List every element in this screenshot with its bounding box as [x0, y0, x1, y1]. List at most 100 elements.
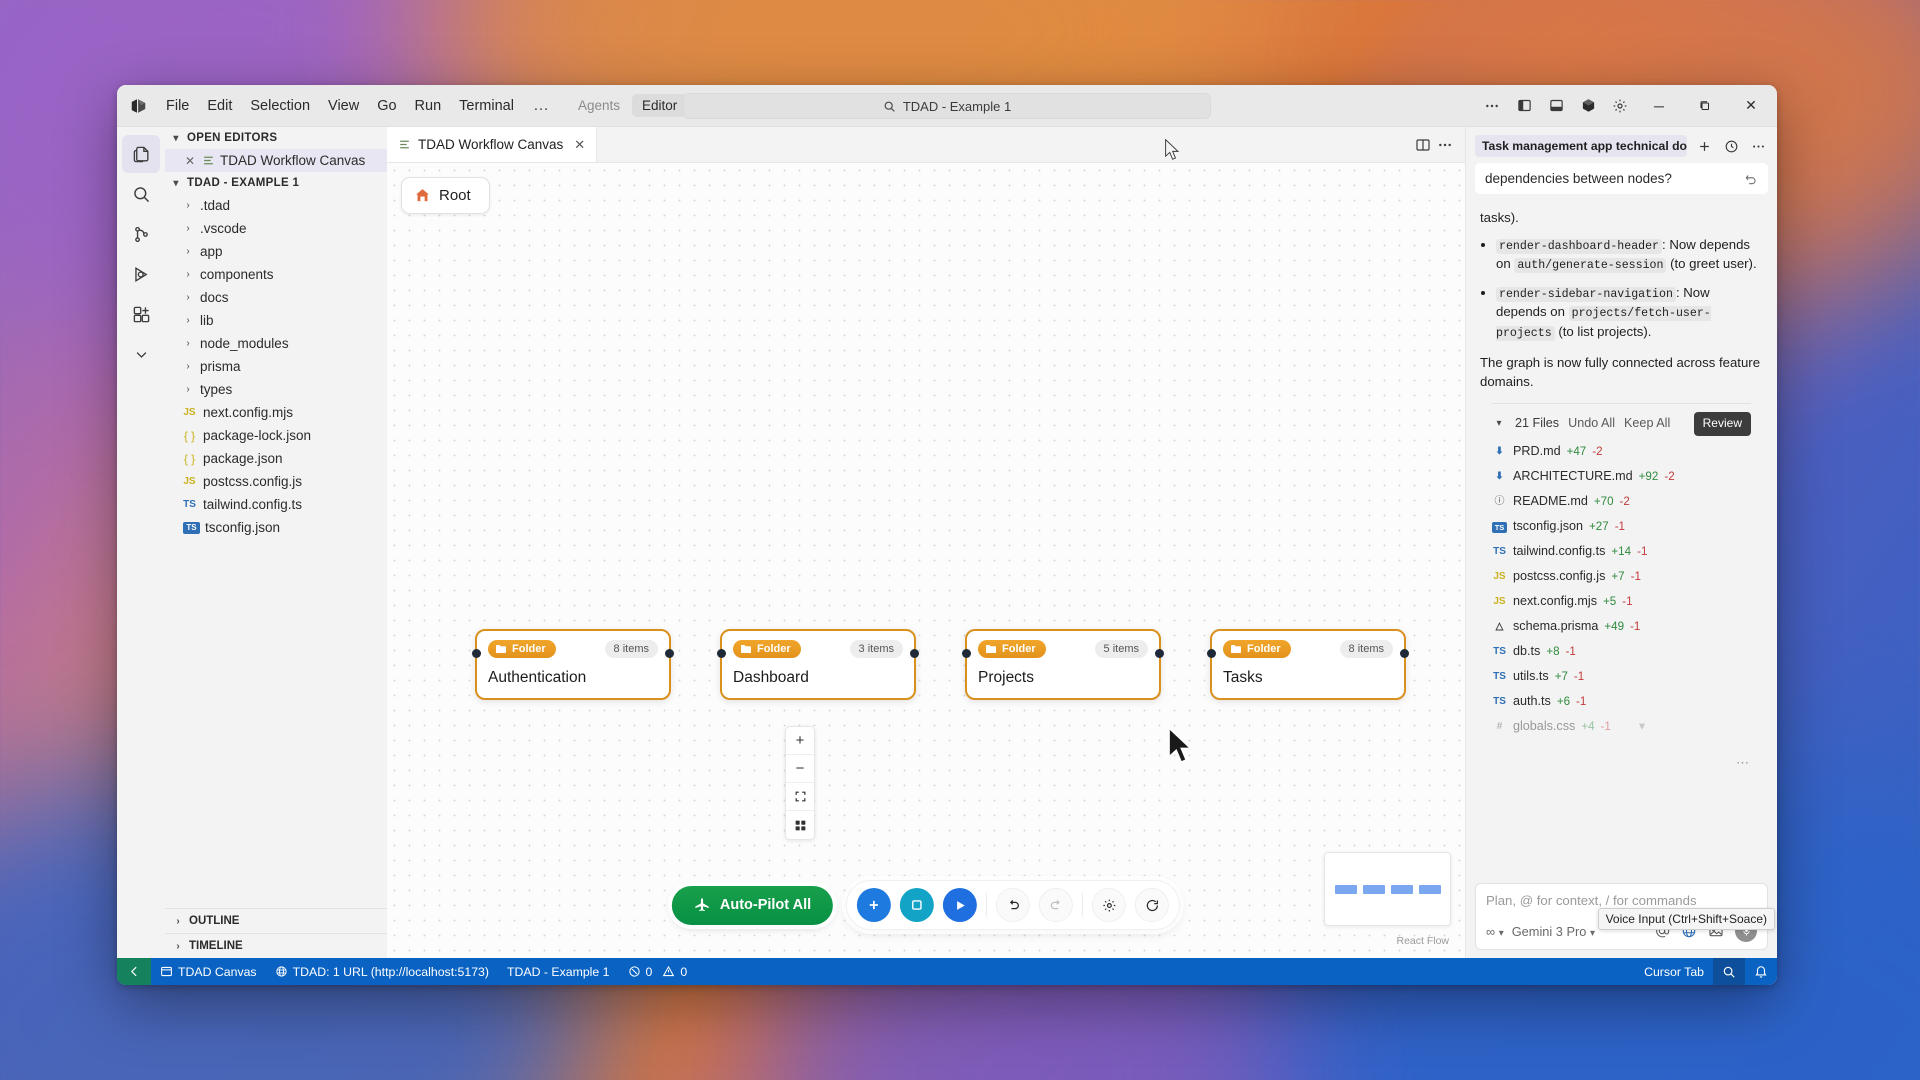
tree-folder-components[interactable]: ›components [165, 263, 387, 286]
section-timeline[interactable]: › TIMELINE [165, 933, 387, 958]
status-search[interactable] [1713, 958, 1745, 985]
search-icon[interactable] [122, 175, 160, 213]
menu-selection[interactable]: Selection [250, 97, 311, 114]
toggle-interactivity-button[interactable] [786, 811, 814, 839]
menu-overflow[interactable]: … [532, 96, 550, 114]
window-close-button[interactable]: ✕ [1745, 97, 1757, 113]
source-control-icon[interactable] [122, 215, 160, 253]
chat-input-area[interactable]: Plan, @ for context, / for commands ∞ ▾ … [1475, 883, 1775, 950]
status-workspace[interactable]: TDAD - Example 1 [498, 958, 619, 985]
command-omnibox[interactable]: TDAD - Example 1 [683, 93, 1211, 119]
tree-folder-docs[interactable]: ›docs [165, 286, 387, 309]
split-editor-icon[interactable] [1415, 137, 1431, 153]
layout-panel-icon[interactable] [1541, 92, 1571, 120]
window-minimize-button[interactable]: ─ [1654, 97, 1664, 114]
menu-go[interactable]: Go [377, 97, 397, 114]
menu-run[interactable]: Run [414, 97, 442, 114]
canvas-node-dashboard[interactable]: Folder 3 items Dashboard [717, 629, 919, 700]
node-handle-left[interactable] [1207, 648, 1216, 658]
tab-tdad-workflow-canvas[interactable]: TDAD Workflow Canvas ✕ [387, 127, 598, 162]
node-handle-right[interactable] [665, 648, 674, 658]
changed-file-row[interactable]: ⬇ARCHITECTURE.md+92-2 [1492, 465, 1751, 490]
chat-title[interactable]: Task management app technical docun [1475, 135, 1687, 157]
undo-button[interactable] [996, 888, 1031, 922]
zoom-in-button[interactable]: + [786, 727, 814, 755]
refresh-button[interactable] [1135, 888, 1170, 922]
canvas-node-authentication[interactable]: Folder 8 items Authentication [472, 629, 674, 700]
node-handle-left[interactable] [717, 648, 726, 658]
more-icon[interactable] [1748, 136, 1768, 156]
files-icon[interactable] [122, 135, 160, 173]
fit-view-button[interactable] [786, 783, 814, 811]
cube-icon[interactable] [1573, 92, 1603, 120]
extensions-icon[interactable] [122, 295, 160, 333]
menu-file[interactable]: File [166, 97, 190, 114]
status-problems[interactable]: 0 0 [619, 958, 697, 985]
chevron-down-icon[interactable]: ▾ [1638, 719, 1646, 734]
history-icon[interactable] [1721, 136, 1741, 156]
layout-sidebar-icon[interactable] [1509, 92, 1539, 120]
status-tdad-canvas[interactable]: TDAD Canvas [151, 958, 266, 985]
settings-button[interactable] [1092, 888, 1127, 922]
run-button[interactable] [943, 888, 978, 922]
select-box-button[interactable] [900, 888, 935, 922]
tab-editor[interactable]: Editor [631, 94, 688, 117]
canvas-node-projects[interactable]: Folder 5 items Projects [962, 629, 1164, 700]
more-actions-icon[interactable] [1477, 92, 1507, 120]
chevron-down-icon[interactable]: ▾ [1496, 417, 1502, 429]
keep-all-button[interactable]: Keep All [1624, 416, 1671, 431]
close-icon[interactable]: ✕ [574, 136, 586, 152]
redo-button[interactable] [1039, 888, 1074, 922]
changed-file-row[interactable]: △schema.prisma+49-1 [1492, 615, 1751, 640]
model-selector[interactable]: Gemini 3 Pro ▾ [1511, 923, 1595, 939]
section-outline[interactable]: › OUTLINE [165, 908, 387, 933]
auto-pilot-all-button[interactable]: Auto-Pilot All [671, 885, 834, 925]
chat-overflow-icon[interactable]: ⋯ [1736, 754, 1749, 770]
run-debug-icon[interactable] [122, 255, 160, 293]
canvas-minimap[interactable] [1324, 852, 1451, 926]
react-flow-attribution[interactable]: React Flow [1396, 935, 1449, 947]
revert-icon[interactable] [1744, 172, 1758, 186]
workflow-canvas[interactable]: Root Folder 8 items [387, 163, 1465, 958]
undo-all-button[interactable]: Undo All [1568, 416, 1616, 431]
canvas-node-tasks[interactable]: Folder 8 items Tasks [1207, 629, 1409, 700]
tree-folder-app[interactable]: ›app [165, 240, 387, 263]
chat-prompt-chip[interactable]: dependencies between nodes? [1475, 163, 1768, 194]
tree-folder-prisma[interactable]: ›prisma [165, 355, 387, 378]
tree-folder-vscode[interactable]: ›.vscode [165, 217, 387, 240]
node-handle-right[interactable] [910, 648, 919, 658]
changed-file-row[interactable]: #globals.css+4-1▾ [1492, 715, 1751, 740]
node-handle-left[interactable] [472, 648, 481, 658]
review-button[interactable]: Review [1693, 412, 1751, 436]
node-handle-right[interactable] [1155, 648, 1164, 658]
more-actions-icon[interactable] [1437, 137, 1453, 153]
open-editor-item[interactable]: ✕ TDAD Workflow Canvas [165, 149, 387, 172]
node-handle-right[interactable] [1400, 648, 1409, 658]
tree-folder-tdad[interactable]: ›.tdad [165, 194, 387, 217]
tree-folder-node-modules[interactable]: ›node_modules [165, 332, 387, 355]
zoom-out-button[interactable]: − [786, 755, 814, 783]
add-node-button[interactable] [857, 888, 892, 922]
status-cursor-tab[interactable]: Cursor Tab [1635, 958, 1713, 985]
tab-agents[interactable]: Agents [577, 98, 620, 113]
status-tdad-url[interactable]: TDAD: 1 URL (http://localhost:5173) [266, 958, 498, 985]
close-icon[interactable]: ✕ [184, 153, 196, 168]
changed-file-row[interactable]: ⬇PRD.md+47-2 [1492, 440, 1751, 465]
tree-folder-lib[interactable]: ›lib [165, 309, 387, 332]
new-chat-icon[interactable] [1694, 136, 1714, 156]
menu-edit[interactable]: Edit [207, 97, 233, 114]
menu-view[interactable]: View [328, 97, 360, 114]
node-handle-left[interactable] [962, 648, 971, 658]
agent-mode-selector[interactable]: ∞ ▾ [1486, 923, 1504, 939]
gear-icon[interactable] [1605, 92, 1635, 120]
